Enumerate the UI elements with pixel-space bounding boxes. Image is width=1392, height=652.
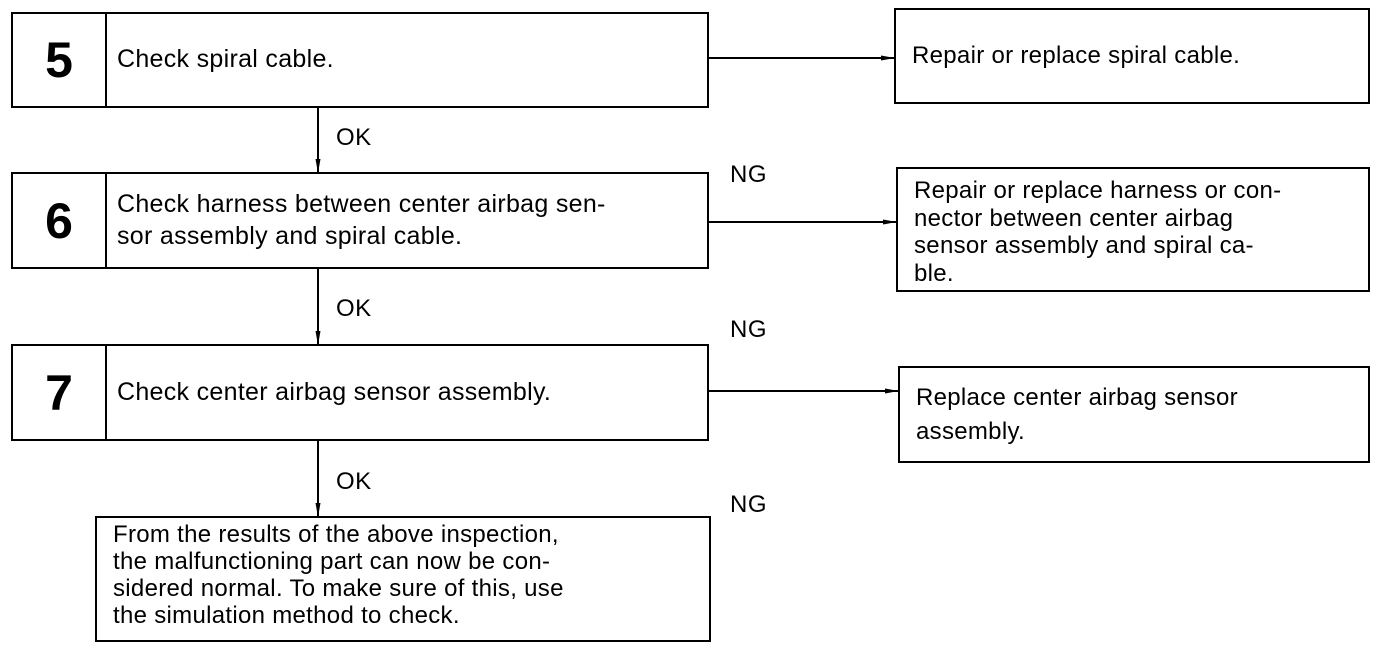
result-text: Repair or replace spiral cable. [912, 10, 1350, 102]
step-box-7: 7 Check center airbag sensor assembly. [11, 344, 709, 441]
ok-label-7: OK [336, 468, 372, 495]
ok-label-6: OK [336, 295, 372, 322]
result-text-content: Replace center airbag sensor assembly. [916, 383, 1238, 445]
result-box-6: Repair or replace harness or con- nector… [896, 167, 1370, 292]
step-text: Check harness between center airbag sen-… [117, 174, 693, 267]
step-box-5: 5 Check spiral cable. [11, 12, 709, 108]
step-text-content: Check spiral cable. [117, 45, 334, 74]
step-text: Check center airbag sensor assembly. [117, 346, 693, 439]
result-text: Replace center airbag sensor assembly. [916, 368, 1350, 461]
final-box: From the results of the above inspection… [95, 516, 711, 642]
result-text-content: Repair or replace harness or con- nector… [914, 177, 1282, 287]
final-text: From the results of the above inspection… [113, 521, 564, 629]
step-number: 7 [13, 346, 107, 439]
step-box-6: 6 Check harness between center airbag se… [11, 172, 709, 269]
step-text-content: Check harness between center airbag sen-… [117, 190, 606, 250]
result-text-content: Repair or replace spiral cable. [912, 42, 1241, 70]
step-number: 6 [13, 174, 107, 267]
step-number: 5 [13, 14, 107, 106]
result-text: Repair or replace harness or con- nector… [914, 169, 1350, 290]
ng-label-6: NG [730, 316, 767, 343]
ok-label-5: OK [336, 124, 372, 151]
ng-label-5: NG [730, 161, 767, 188]
result-box-7: Replace center airbag sensor assembly. [898, 366, 1370, 463]
step-text: Check spiral cable. [117, 14, 693, 106]
ng-label-7: NG [730, 491, 767, 518]
step-text-content: Check center airbag sensor assembly. [117, 377, 552, 406]
result-box-5: Repair or replace spiral cable. [894, 8, 1370, 104]
